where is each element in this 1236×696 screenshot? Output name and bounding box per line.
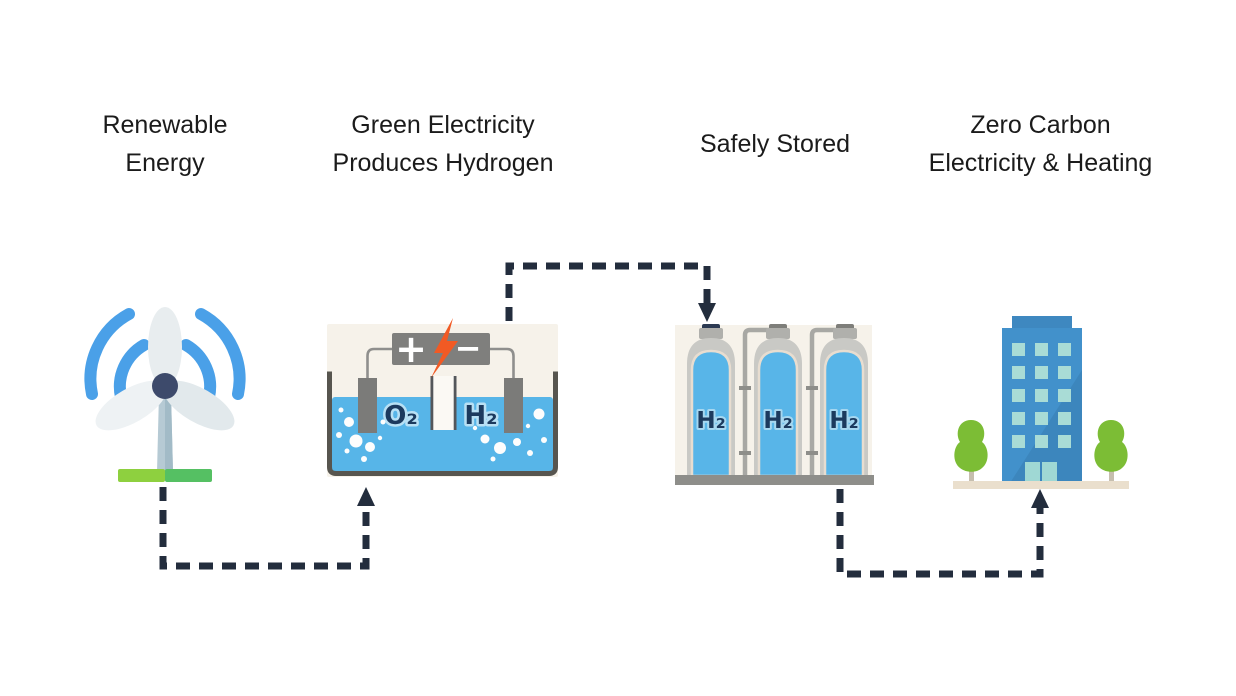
bubbles	[336, 407, 547, 462]
separator-wall-right	[453, 376, 457, 430]
stage-label-zero-carbon: Zero Carbon Electricity & Heating	[928, 111, 1153, 177]
flow-arrow-tanks-to-building	[836, 489, 1044, 578]
tree	[1094, 420, 1128, 483]
electrode-right	[504, 378, 523, 433]
tank-hydrogen-label: H₂	[763, 408, 792, 434]
hydrogen-tank: H₂	[820, 324, 868, 478]
separator-wall-left	[430, 376, 434, 430]
hydrogen-label: H₂	[464, 401, 497, 431]
electrode-left	[358, 378, 377, 433]
hydrogen-tanks-icon: H₂ H₂ H₂	[675, 318, 875, 490]
turbine-base-left	[118, 469, 165, 482]
building-icon	[950, 312, 1132, 494]
wind-arcs	[84, 308, 246, 403]
building-door	[1025, 462, 1057, 483]
oxygen-label: O₂	[384, 401, 418, 431]
lightning-bolt-icon	[431, 318, 458, 378]
separator-channel	[433, 376, 454, 430]
building-windows	[1012, 343, 1071, 448]
stage-label-green-electricity: Green Electricity Produces Hydrogen	[332, 111, 554, 177]
stage-label-renewable-energy: Renewable Energy	[102, 111, 228, 177]
tank-hydrogen-label: H₂	[829, 408, 858, 434]
tank-hydrogen-label: H₂	[696, 408, 725, 434]
arrowhead-down	[698, 303, 716, 322]
tree	[954, 420, 988, 483]
turbine-base-right	[165, 469, 212, 482]
pipe-connectors	[739, 386, 818, 455]
electrolysis-cell-icon: + − O₂ H₂	[325, 318, 560, 486]
arrowhead-up	[1031, 489, 1049, 508]
ground	[953, 481, 1129, 489]
battery-negative-sign: −	[455, 329, 482, 367]
turbine-blades	[95, 307, 235, 431]
stage-label-safely-stored: Safely Stored	[699, 130, 851, 158]
turbine-hub	[152, 373, 178, 399]
flow-arrow-turbine-to-cell	[159, 487, 370, 570]
cell-container-wall	[327, 371, 558, 476]
battery-positive-sign: +	[395, 327, 427, 371]
turbine-pole-shade	[165, 393, 173, 472]
battery-wires	[366, 347, 515, 380]
tank-platform	[675, 475, 874, 485]
hydrogen-tank: H₂	[687, 324, 735, 478]
arrowhead-up	[357, 487, 375, 506]
hydrogen-tank: H₂	[754, 324, 802, 478]
flow-arrow-cell-to-tanks	[505, 262, 711, 321]
wind-turbine-icon	[80, 298, 250, 488]
